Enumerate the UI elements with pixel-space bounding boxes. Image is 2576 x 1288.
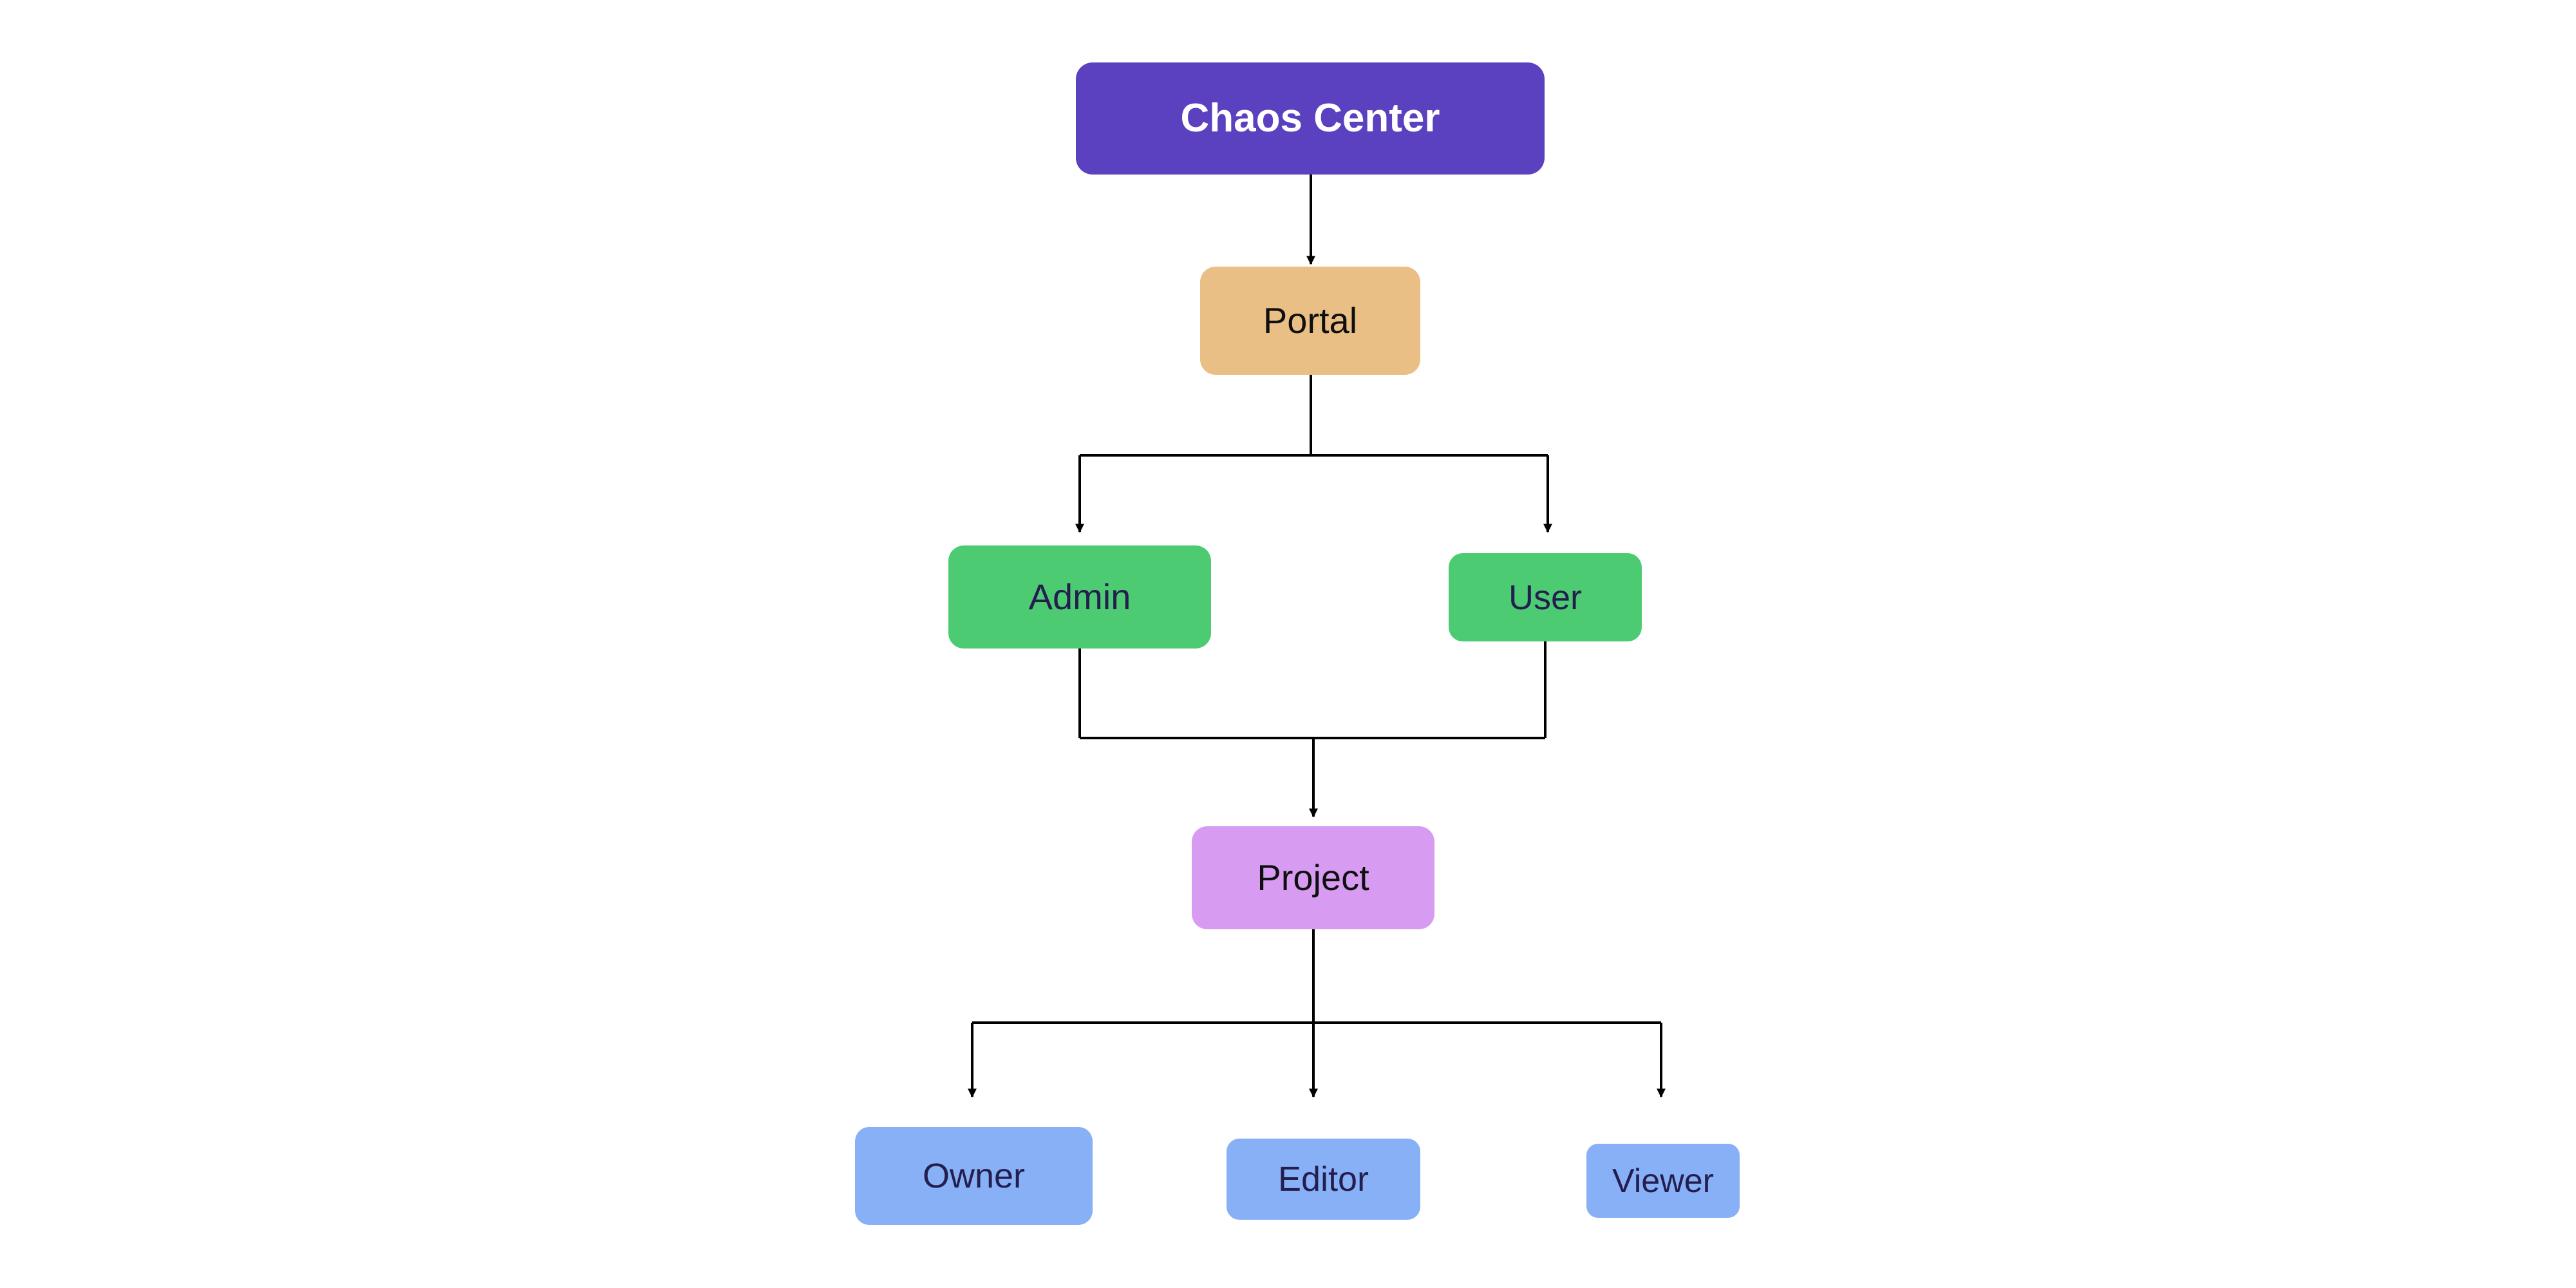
node-admin-label: Admin [1028, 576, 1131, 617]
node-user-label: User [1508, 578, 1582, 617]
node-project-label: Project [1257, 857, 1369, 898]
node-owner-label: Owner [922, 1157, 1026, 1195]
node-portal: Portal [1200, 267, 1420, 375]
node-chaos-center: Chaos Center [1076, 62, 1545, 175]
node-chaos-center-label: Chaos Center [1180, 96, 1440, 140]
node-viewer-label: Viewer [1612, 1162, 1714, 1200]
node-editor: Editor [1227, 1139, 1420, 1220]
node-editor-label: Editor [1277, 1160, 1369, 1198]
node-portal-label: Portal [1263, 300, 1358, 341]
node-owner: Owner [855, 1127, 1093, 1225]
node-admin: Admin [948, 545, 1211, 649]
node-project: Project [1192, 826, 1434, 929]
node-user: User [1449, 553, 1642, 641]
node-viewer: Viewer [1586, 1144, 1740, 1218]
